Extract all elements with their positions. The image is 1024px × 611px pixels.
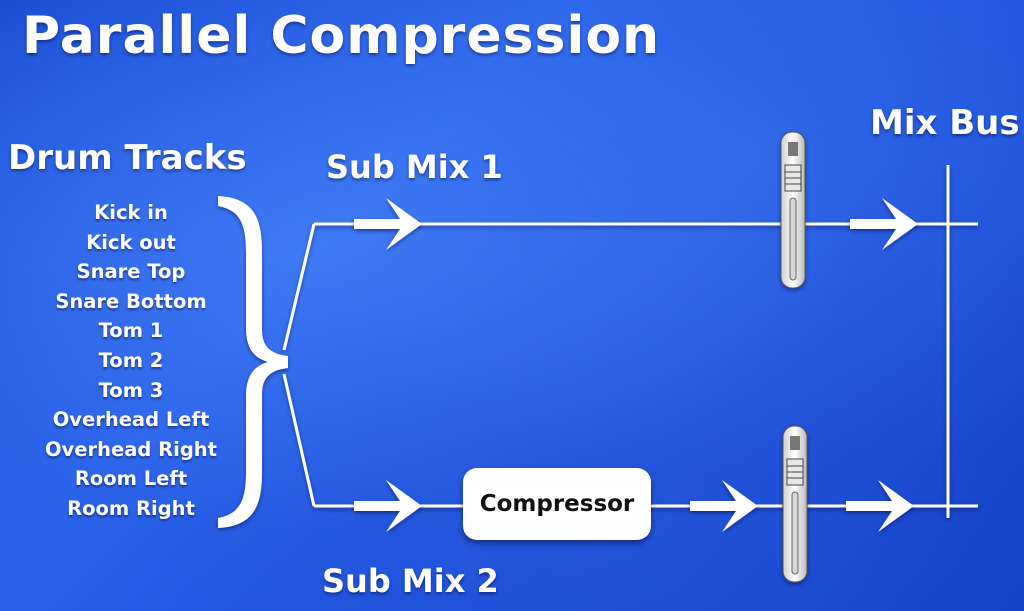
arrow-right-icon — [690, 480, 758, 532]
sub-mix-2-label: Sub Mix 2 — [322, 562, 499, 600]
sub-mix-1-label: Sub Mix 1 — [326, 148, 503, 186]
arrow-right-icon — [354, 198, 422, 250]
compressor-box: Compressor — [463, 468, 651, 540]
list-item: Kick in — [94, 201, 168, 224]
compressor-label: Compressor — [479, 491, 635, 517]
mix-bus-label: Mix Bus — [870, 103, 1020, 143]
list-item: Overhead Right — [44, 437, 217, 461]
arrow-right-icon — [846, 480, 914, 532]
arrow-right-icon — [850, 198, 918, 250]
page-title: Parallel Compression — [22, 6, 661, 66]
brace-icon — [218, 196, 288, 528]
fader-icon — [780, 131, 806, 289]
list-item: Tom 2 — [98, 348, 164, 372]
list-item: Room Right — [67, 496, 195, 520]
list-item: Tom 3 — [98, 378, 164, 402]
drum-track-list: Kick in Kick out Snare Top Snare Bottom … — [20, 198, 242, 524]
signal-lines — [282, 165, 978, 518]
list-item: Kick out — [86, 230, 176, 254]
list-item: Snare Top — [76, 260, 186, 284]
list-item: Overhead Left — [52, 408, 210, 432]
drum-tracks-heading: Drum Tracks — [8, 138, 247, 178]
list-item: Tom 1 — [98, 319, 164, 343]
fader-icon — [782, 425, 808, 583]
list-item: Room Left — [74, 467, 188, 491]
arrow-right-icon — [354, 480, 422, 532]
list-item: Snare Bottom — [55, 289, 207, 313]
